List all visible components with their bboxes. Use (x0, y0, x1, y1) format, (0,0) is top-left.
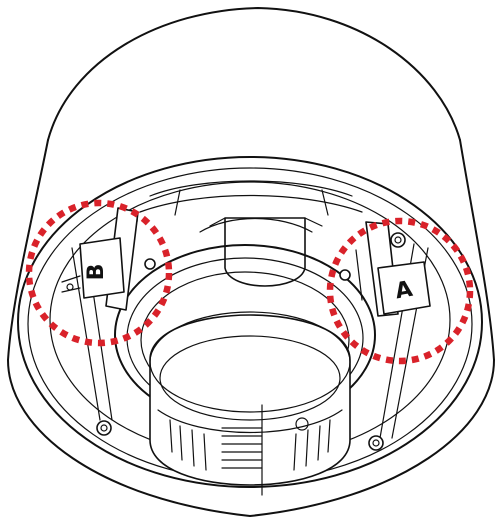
outer-housing (7, 7, 495, 517)
screw-icon (96, 420, 112, 436)
lens-barrel (149, 311, 351, 496)
clip-a: A (355, 221, 431, 317)
screw-icon (368, 435, 384, 451)
highlight-circle-b (25, 199, 173, 347)
highlight-circles (25, 199, 474, 365)
screw-icon (390, 232, 406, 248)
screw-icon (144, 258, 156, 270)
barrel-ribs (169, 404, 331, 496)
clip-b: B (61, 207, 139, 311)
clip-label-a: A (393, 277, 414, 305)
clip-label-b: B (84, 264, 109, 281)
highlight-circle-a (326, 217, 474, 365)
screw-icon (339, 269, 351, 281)
gimbal-block (199, 217, 323, 287)
